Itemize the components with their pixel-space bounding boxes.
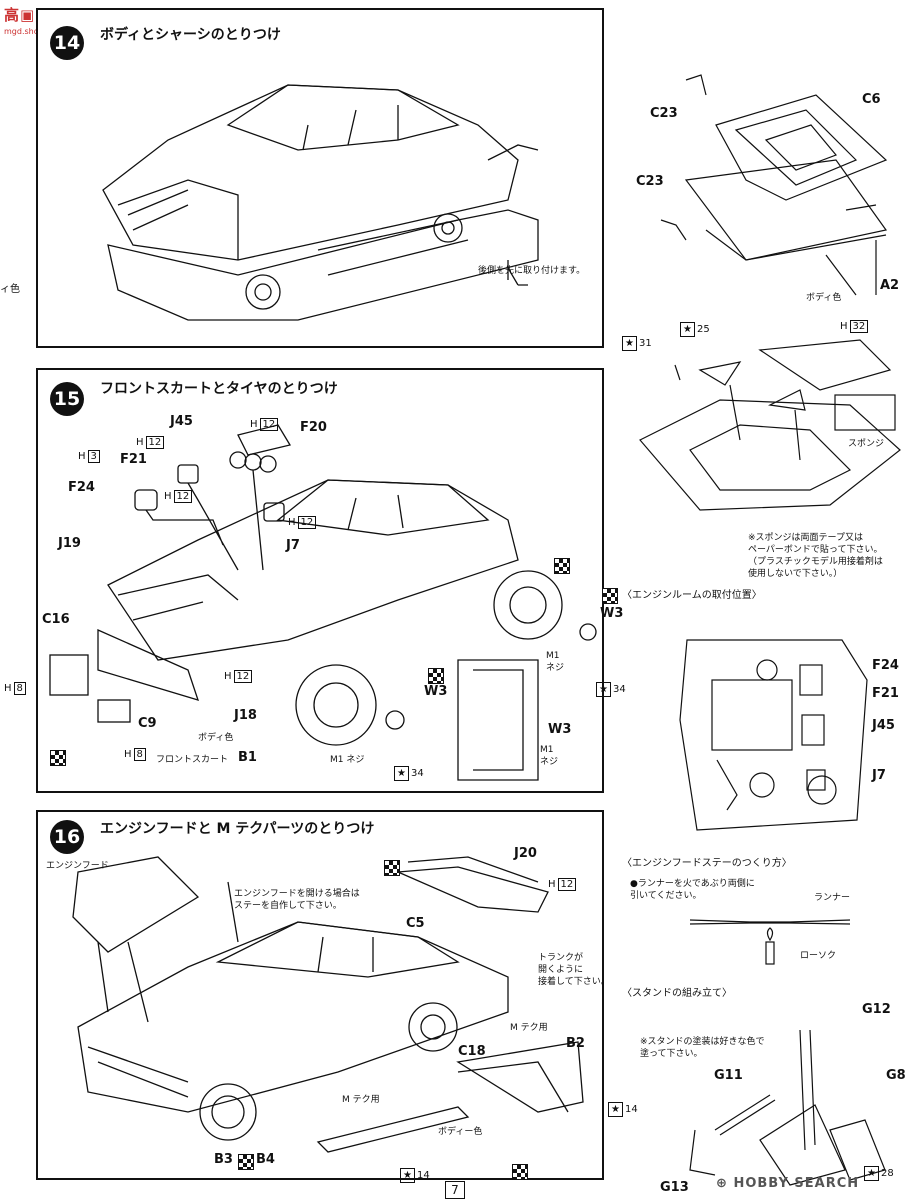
label-g13: G13 [660, 1180, 689, 1195]
step16-title: エンジンフードと M テクパーツのとりつけ [100, 821, 375, 837]
left-edge-fragment: ィ色 [0, 284, 20, 295]
label-j7: J7 [286, 538, 300, 553]
star-34-front: ★34 [394, 766, 424, 781]
star-31: ★31 [622, 336, 652, 351]
label-j45: J45 [170, 414, 193, 429]
hobby-search-icon: ⊕ [716, 1176, 728, 1191]
stand-illustration [689, 1029, 886, 1186]
right14-body-color: ボディ色 [806, 293, 842, 303]
body-color-16: ボディー色 [438, 1127, 483, 1137]
hood-label: エンジンフード [46, 861, 109, 871]
star-25: ★25 [680, 322, 710, 337]
label-a2: A2 [880, 278, 900, 293]
label-w3-front: W3 [424, 684, 448, 699]
paint-icon-spoiler [384, 860, 400, 876]
engine-room-title: 〈エンジンルームの取付位置〉 [622, 590, 762, 601]
step15-number: 15 [50, 382, 84, 416]
label-j19: J19 [58, 536, 81, 551]
label-b4: B4 [256, 1152, 275, 1167]
hood-stay-title: 〈エンジンフードステーのつくり方〉 [622, 858, 792, 869]
paint-icon-skirt [50, 750, 66, 766]
label-g8: G8 [886, 1068, 906, 1083]
m1-screw-inset: M1 ネジ [540, 745, 559, 767]
paint-icon-w3-right [554, 558, 570, 574]
engine-f21: F21 [872, 686, 899, 701]
sponge-note: ※スポンジは両面テープ又は ペーパーボンドで貼って下さい。 （プラスチックモデル… [748, 533, 883, 579]
label-c23-bottom: C23 [636, 174, 664, 189]
engine-j45: J45 [872, 718, 895, 733]
step16-number: 16 [50, 820, 84, 854]
hood-stay-note: ●ランナーを火であぶり両側に 引いてください。 [630, 879, 755, 901]
label-f24: F24 [68, 480, 95, 495]
front-skirt-label: フロントスカート [156, 755, 229, 765]
hobby-search-logo: ⊕ HOBBY SEARCH [716, 1176, 860, 1191]
label-w3-right: W3 [600, 606, 624, 621]
sponge-label: スポンジ [848, 439, 885, 449]
label-j20: J20 [514, 846, 537, 861]
step14-number: 14 [50, 26, 84, 60]
candle-label: ローソク [800, 951, 837, 961]
label-c18: C18 [458, 1044, 486, 1059]
label-f20: F20 [300, 420, 327, 435]
runner-label: ランナー [814, 893, 851, 903]
stand-title: 〈スタンドの組み立て〉 [622, 988, 732, 999]
stand-note: ※スタンドの塗装は好きな色で 塗って下さい。 [640, 1037, 765, 1059]
hood-note: エンジンフードを開ける場合は ステーを自作して下さい。 [234, 889, 360, 911]
paint-icon-rear [512, 1164, 528, 1180]
label-c23-top: C23 [650, 106, 678, 121]
label-g11: G11 [714, 1068, 743, 1083]
star-14-rear: ★14 [608, 1102, 638, 1117]
step14-note: 後側を先に取り付けます。 [478, 266, 586, 276]
body-color-15: ボディ色 [198, 733, 234, 743]
label-w3-inset: W3 [548, 722, 572, 737]
mtech-label-2: M テク用 [342, 1095, 380, 1105]
step15-title: フロントスカートとタイヤのとりつけ [100, 381, 338, 397]
page-number: 7 [445, 1181, 465, 1199]
step16-car-illustration [72, 856, 584, 1153]
step15-car-illustration [49, 424, 597, 781]
star-14-side: ★14 [400, 1168, 430, 1183]
engine-j7: J7 [872, 768, 886, 783]
label-g12: G12 [862, 1002, 891, 1017]
step14-panel: 14 ボディとシャーシのとりつけ 後側を先に取り付けます。 [36, 8, 604, 348]
engine-f24: F24 [872, 658, 899, 673]
step16-panel: 16 エンジンフードと M テクパーツのとりつけ エンジンフード エンジンフード… [36, 810, 638, 1183]
star-28: ★28 [864, 1166, 894, 1181]
runner-candle-illustration [690, 919, 850, 965]
paint-icon-w3-front [428, 668, 444, 684]
engine-room-illustration [679, 639, 868, 831]
label-c16: C16 [42, 612, 70, 627]
chassis-illustration [660, 74, 888, 296]
label-j18: J18 [234, 708, 257, 723]
label-b1: B1 [238, 750, 257, 765]
m1-screw-front: M1 ネジ [330, 755, 365, 765]
label-c9: C9 [138, 716, 157, 731]
label-b3: B3 [214, 1152, 233, 1167]
label-b2: B2 [566, 1036, 585, 1051]
step14-title: ボディとシャーシのとりつけ [100, 27, 281, 43]
trunk-note: トランクが 開くように 接着して下さい。 [538, 953, 610, 987]
paint-icon-w3-right-2 [602, 588, 618, 604]
label-c6: C6 [862, 92, 881, 107]
label-c5: C5 [406, 916, 425, 931]
m1-screw-right: M1 ネジ [546, 651, 565, 673]
star-34-right: ★34 [596, 682, 626, 697]
mtech-label-1: M テク用 [510, 1023, 548, 1033]
interior-sponge-illustration [639, 339, 901, 511]
paint-icon-b3b4 [238, 1154, 254, 1170]
site-logo-url: mgd.shou.com [4, 27, 64, 36]
label-f21: F21 [120, 452, 147, 467]
step14-car-illustration [102, 84, 539, 321]
